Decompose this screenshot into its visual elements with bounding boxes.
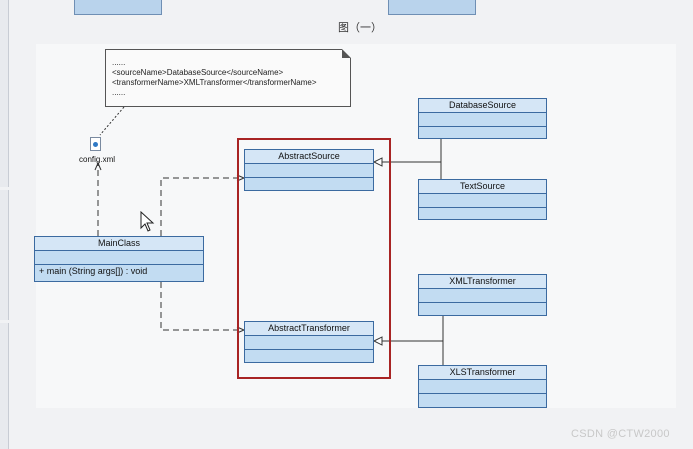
dependency-config-arrow	[94, 161, 102, 171]
class-attributes	[35, 251, 203, 265]
figure-caption: 图（一）	[338, 22, 382, 34]
note-link	[99, 106, 125, 136]
dependency-source	[160, 177, 244, 236]
generalization-source-head	[372, 157, 383, 167]
class-operations	[245, 350, 373, 363]
class-name: TextSource	[419, 180, 546, 194]
class-attributes	[419, 113, 546, 127]
left-panel-strip	[0, 323, 9, 449]
class-name: XLSTransformer	[419, 366, 546, 380]
class-attributes	[245, 164, 373, 178]
mouse-cursor-icon	[140, 211, 155, 232]
class-name: AbstractSource	[245, 150, 373, 164]
class-attributes	[419, 194, 546, 208]
class-operations	[419, 127, 546, 139]
class-abstract-transformer[interactable]: AbstractTransformer	[244, 321, 374, 363]
class-operations	[419, 208, 546, 220]
class-text-source[interactable]: TextSource	[418, 179, 547, 220]
dependency-transformer	[160, 282, 244, 331]
class-operation: + main (String args[]) : void	[39, 266, 148, 276]
class-attributes	[419, 380, 546, 394]
class-attributes	[245, 336, 373, 350]
class-attributes	[419, 289, 546, 303]
class-operations	[419, 394, 546, 408]
class-operations	[419, 303, 546, 316]
class-name: XMLTransformer	[419, 275, 546, 289]
top-partial-box-left	[74, 0, 162, 15]
left-panel-strip	[0, 0, 9, 187]
note-line: ......	[112, 58, 126, 67]
abstract-classes-highlight	[237, 138, 391, 379]
class-xls-transformer[interactable]: XLSTransformer	[418, 365, 547, 408]
note-line: <sourceName>DatabaseSource</sourceName>	[112, 68, 284, 77]
class-abstract-source[interactable]: AbstractSource	[244, 149, 374, 191]
class-name: AbstractTransformer	[245, 322, 373, 336]
generalization-source	[374, 139, 442, 179]
generalization-transformer	[374, 316, 444, 365]
generalization-transformer-head	[372, 336, 383, 346]
left-panel-strip	[0, 190, 9, 320]
watermark: CSDN @CTW2000	[571, 428, 670, 440]
class-main[interactable]: MainClass + main (String args[]) : void	[34, 236, 204, 282]
class-name: DatabaseSource	[419, 99, 546, 113]
class-database-source[interactable]: DatabaseSource	[418, 98, 547, 139]
note-line: ......	[112, 88, 126, 97]
top-partial-box-right	[388, 0, 476, 15]
config-file-label: config.xml	[79, 155, 116, 164]
xml-file-icon[interactable]	[90, 137, 101, 151]
class-operations	[245, 178, 373, 191]
xml-config-note: ...... <sourceName>DatabaseSource</sourc…	[105, 49, 351, 107]
note-line: <transformerName>XMLTransformer</transfo…	[112, 78, 317, 87]
class-xml-transformer[interactable]: XMLTransformer	[418, 274, 547, 316]
note-fold-corner	[342, 49, 351, 58]
class-name: MainClass	[35, 237, 203, 251]
